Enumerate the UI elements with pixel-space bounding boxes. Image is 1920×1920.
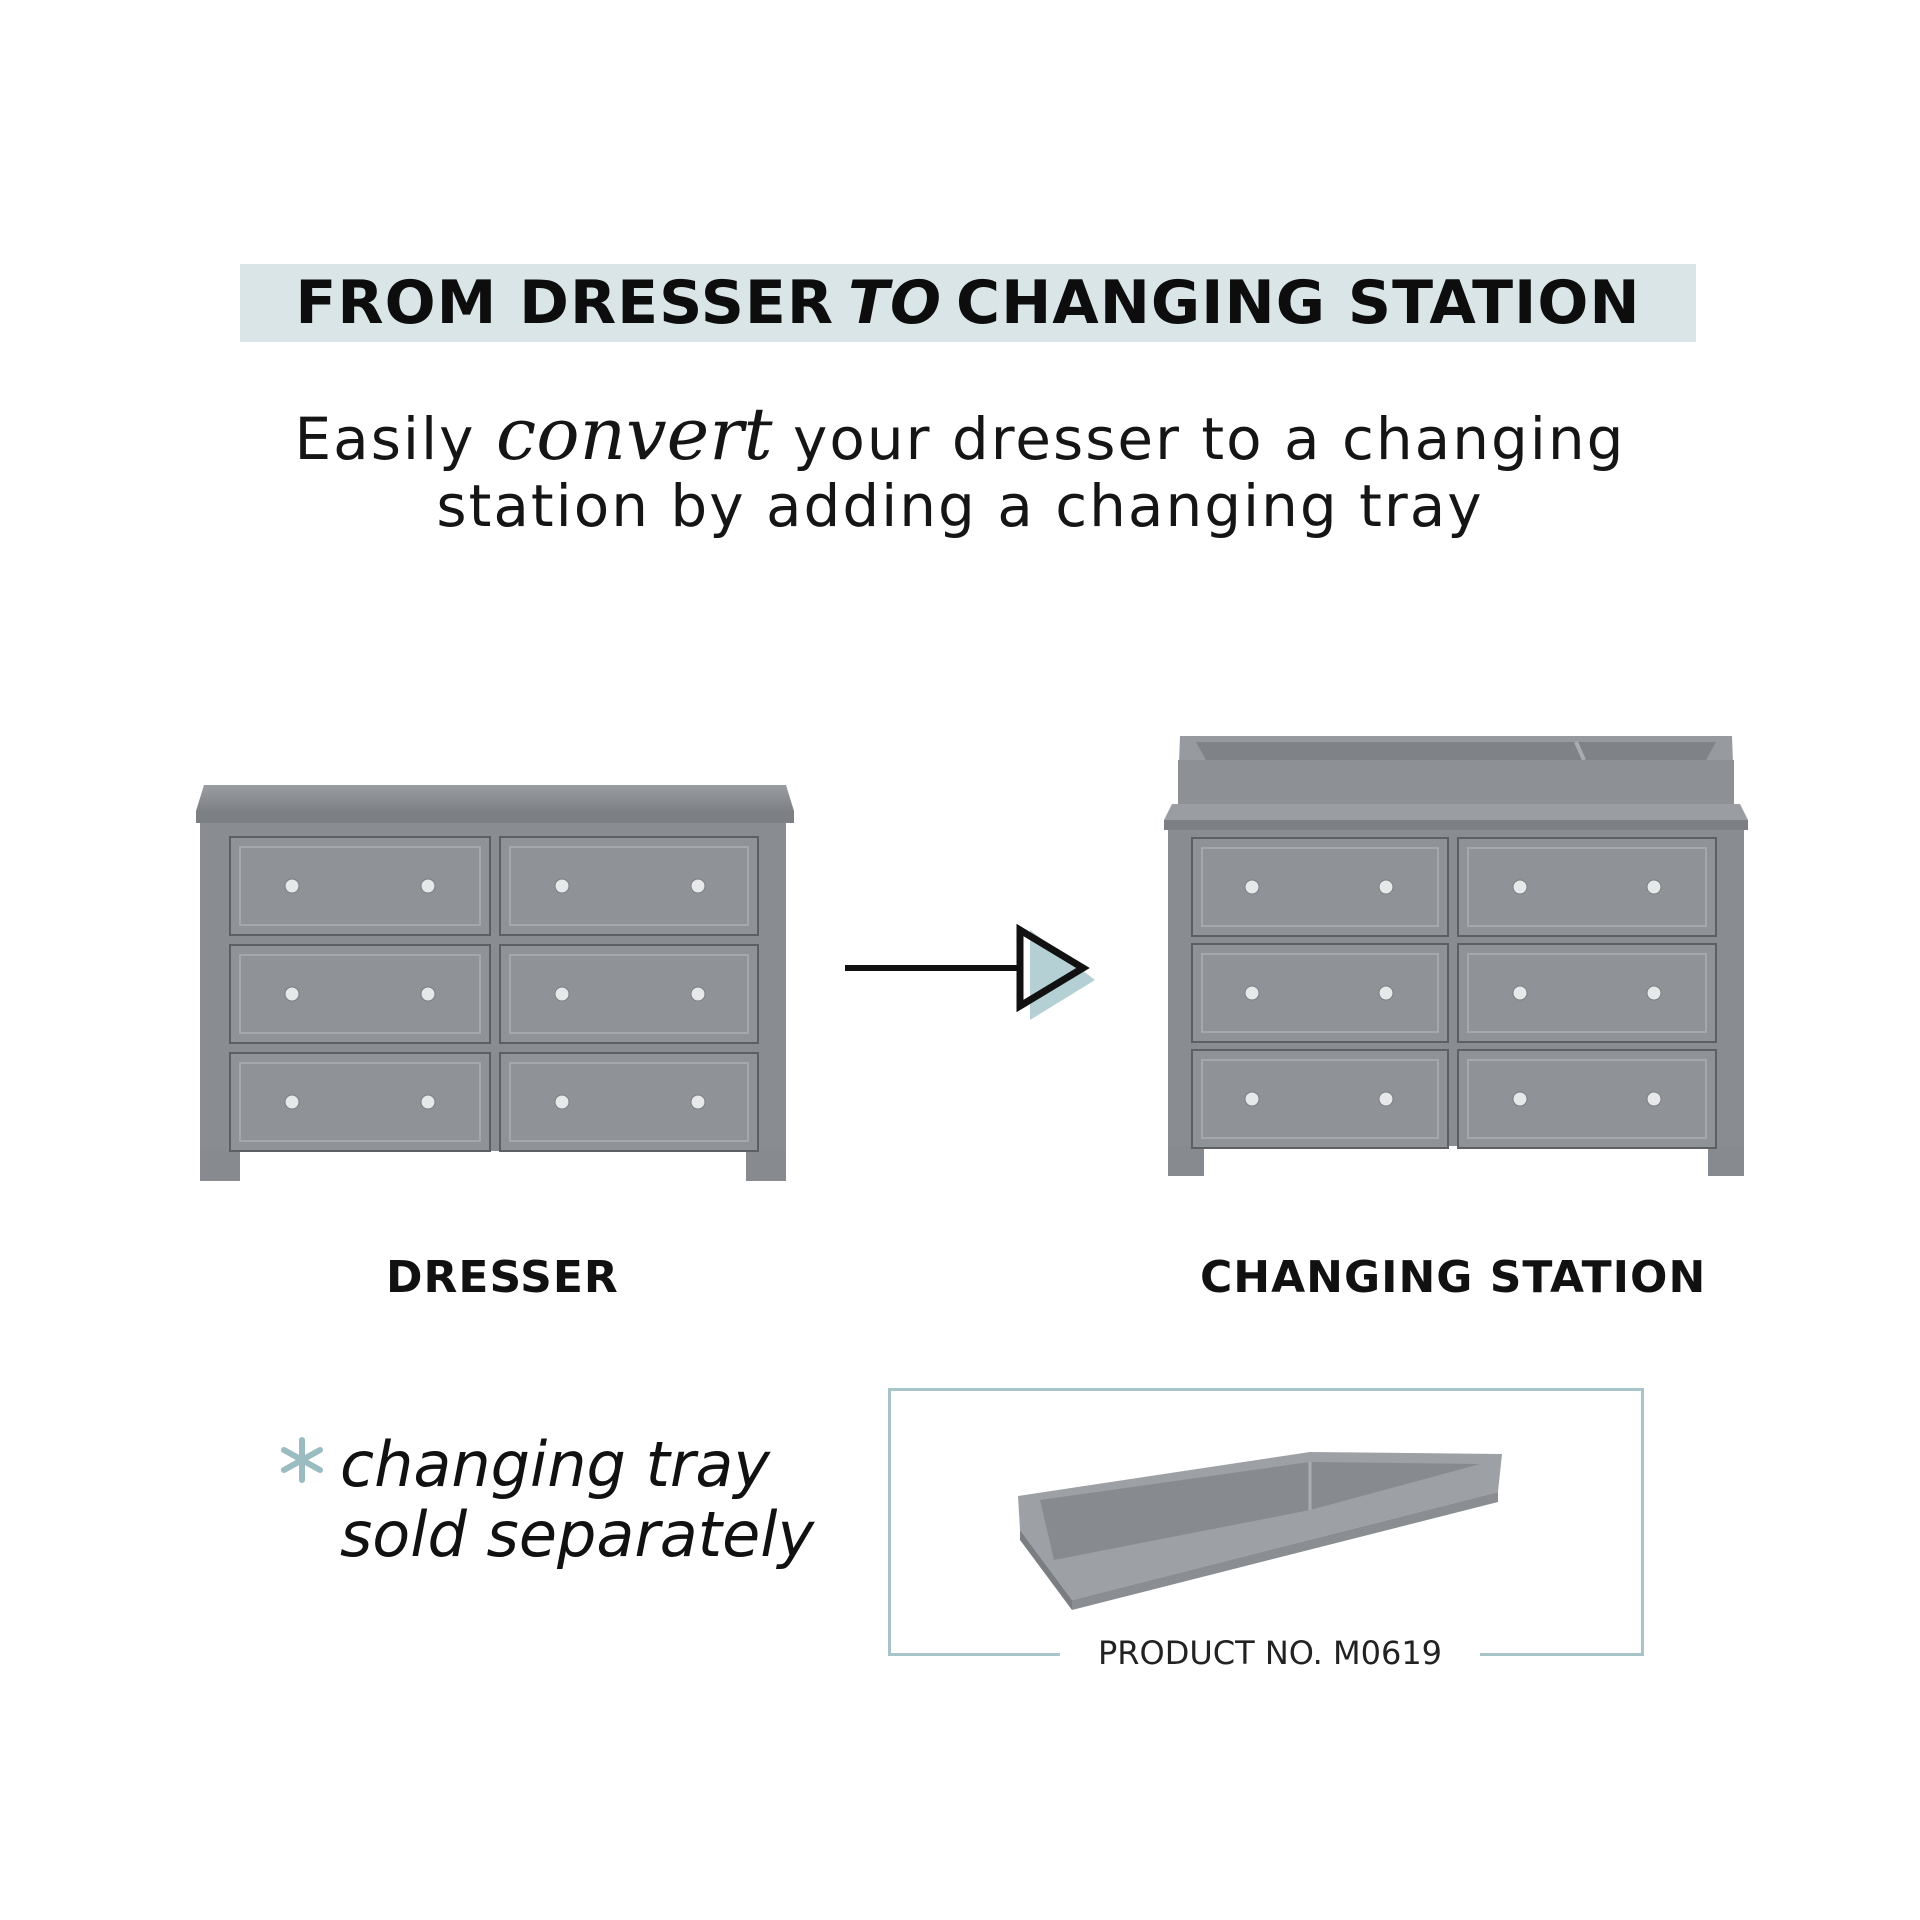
changing-station-image: [1164, 736, 1748, 1176]
subheading-line-1: Easily convert your dresser to a changin…: [160, 392, 1760, 476]
subheading-line-2: station by adding a changing tray: [436, 472, 1484, 540]
dresser-label: DRESSER: [386, 1252, 619, 1303]
subheading-after: your dresser to a changing: [793, 405, 1626, 473]
product-number: PRODUCT NO. M0619: [1097, 1634, 1443, 1672]
changing-station-label: CHANGING STATION: [1200, 1252, 1707, 1303]
headline-part-1: FROM DRESSER: [295, 268, 835, 338]
headline: FROM DRESSER TO CHANGING STATION: [240, 264, 1696, 342]
asterisk-icon: [281, 1437, 323, 1483]
subheading-before: Easily: [294, 405, 476, 473]
dresser-image: [196, 785, 794, 1181]
arrow-icon: [845, 923, 1095, 1020]
note-line-1: changing tray: [340, 1428, 771, 1501]
headline-part-3: CHANGING STATION: [956, 268, 1641, 338]
headline-highlight: [240, 264, 1696, 342]
product-label-gap: [1060, 1636, 1480, 1670]
subheading-script-word: convert: [495, 392, 773, 476]
note-line-2: sold separately: [340, 1498, 815, 1571]
headline-part-2: TO: [848, 268, 943, 338]
changing-tray-image: [1018, 1452, 1502, 1610]
